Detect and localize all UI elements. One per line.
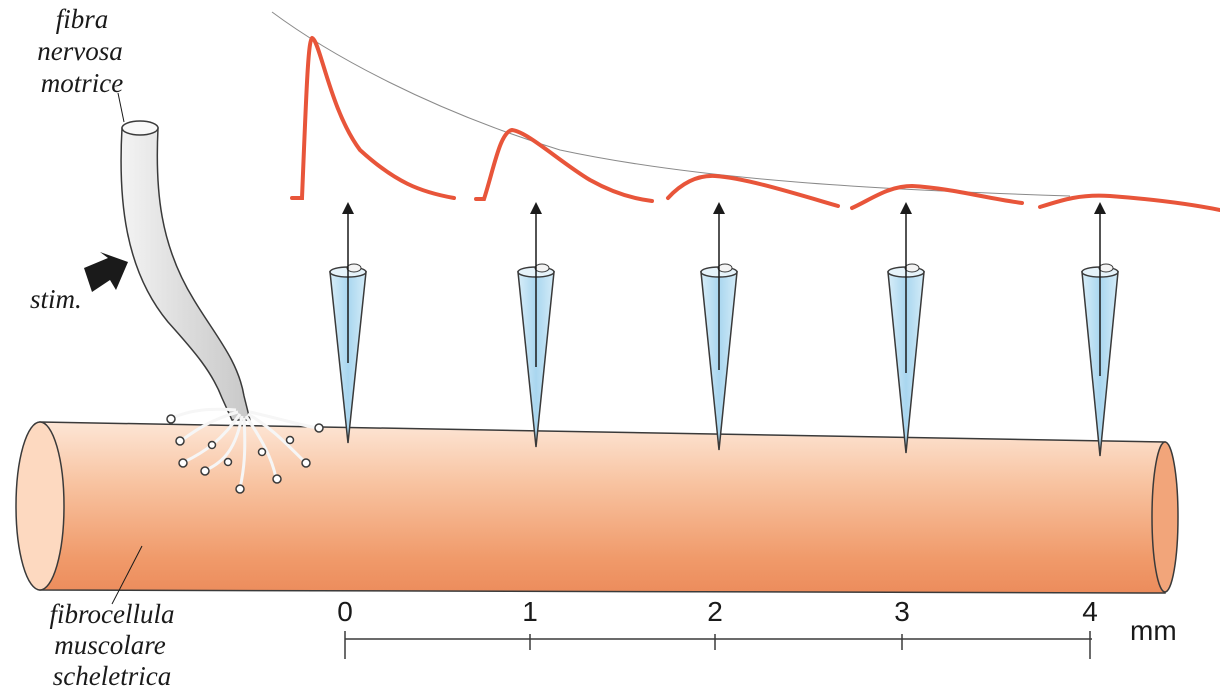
nerve-fiber-label-line2: nervosa bbox=[37, 36, 122, 66]
distance-scale bbox=[344, 631, 1092, 659]
electrode-cap-0 bbox=[346, 263, 362, 273]
muscle-fiber-label-line1: fibrocellula bbox=[50, 599, 175, 629]
scale-tick-4: 4 bbox=[1082, 596, 1098, 627]
electrode-cap-3 bbox=[904, 263, 920, 273]
scale-tick-2: 2 bbox=[707, 596, 723, 627]
electrode-cap-2 bbox=[717, 263, 733, 273]
terminal-boutons bbox=[166, 414, 324, 494]
electrode-cap-4 bbox=[1098, 263, 1114, 273]
electrode-0 bbox=[329, 202, 367, 444]
electrode-3 bbox=[887, 202, 925, 454]
nerve-leader-line bbox=[117, 92, 125, 123]
muscle-fiber-label-line2: muscolare bbox=[54, 630, 165, 660]
electrode-2 bbox=[700, 202, 738, 451]
electrode-cap-1 bbox=[534, 263, 550, 273]
scale-tick-1: 1 bbox=[522, 596, 538, 627]
trace-1mm bbox=[474, 127, 654, 203]
nerve-fiber-label-line1: fibra bbox=[56, 4, 109, 34]
trace-4mm bbox=[1038, 193, 1220, 212]
scale-ticks bbox=[344, 631, 1091, 659]
potential-traces bbox=[290, 35, 1220, 212]
muscle-fiber bbox=[15, 421, 1179, 594]
muscle-fiber-label-line3: scheletrica bbox=[53, 661, 171, 691]
stimulus-arrow-icon bbox=[84, 252, 128, 292]
motor-nerve-fiber bbox=[117, 92, 251, 421]
recording-electrodes bbox=[329, 202, 1119, 457]
nerve-fiber-label-line3: motrice bbox=[41, 68, 123, 98]
trace-3mm bbox=[850, 183, 1024, 210]
trace-2mm bbox=[666, 173, 840, 208]
electrode-4 bbox=[1081, 202, 1119, 457]
scale-tick-3: 3 bbox=[894, 596, 910, 627]
trace-0mm bbox=[290, 35, 456, 200]
muscle-leader-line bbox=[111, 545, 143, 605]
decay-envelope-curve bbox=[271, 11, 1071, 197]
scale-unit: mm bbox=[1130, 615, 1177, 646]
electrode-1 bbox=[517, 202, 555, 448]
scale-tick-0: 0 bbox=[337, 596, 353, 627]
stimulus-label: stim. bbox=[30, 284, 82, 314]
